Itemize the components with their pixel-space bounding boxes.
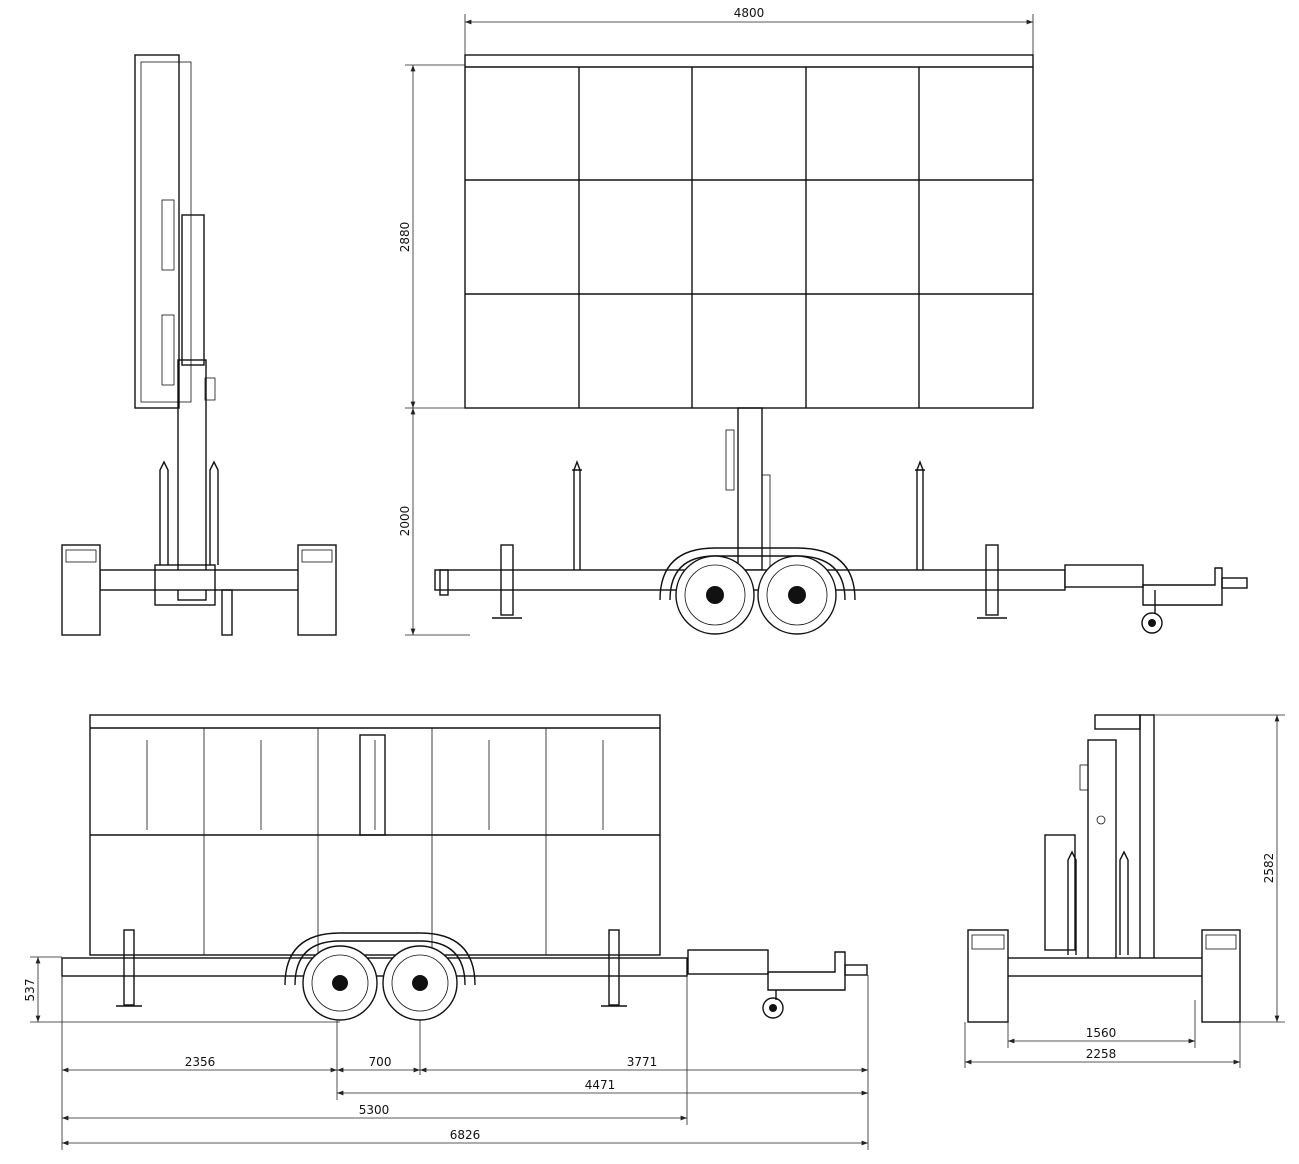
dim-screen-width: 4800 xyxy=(464,6,1034,55)
dim-label-700: 700 xyxy=(369,1055,392,1069)
dim-label-2000: 2000 xyxy=(398,506,412,537)
screen-panel-grid xyxy=(465,67,1033,408)
dim-label-2258: 2258 xyxy=(1086,1047,1117,1061)
dim-transport: 537 2356 700 3771 4471 5300 6826 xyxy=(23,956,869,1150)
dim-label-5300: 5300 xyxy=(359,1103,390,1117)
dim-label-537: 537 xyxy=(23,979,37,1002)
dim-label-1560: 1560 xyxy=(1086,1026,1117,1040)
dim-label-2356: 2356 xyxy=(185,1055,216,1069)
side-view-transport xyxy=(61,714,868,1021)
side-view-raised xyxy=(61,54,337,636)
dim-label-4800: 4800 xyxy=(734,6,765,20)
dim-rear: 2582 1560 2258 xyxy=(964,714,1285,1068)
dim-label-3771: 3771 xyxy=(627,1055,658,1069)
dim-label-6826: 6826 xyxy=(450,1128,481,1142)
dim-screen-heights: 2880 2000 xyxy=(398,64,470,636)
dim-label-2880: 2880 xyxy=(398,222,412,253)
dim-label-4471: 4471 xyxy=(585,1078,616,1092)
dim-label-2582: 2582 xyxy=(1262,853,1276,884)
rear-view-transport xyxy=(967,714,1241,1023)
front-view-raised xyxy=(434,54,1248,635)
